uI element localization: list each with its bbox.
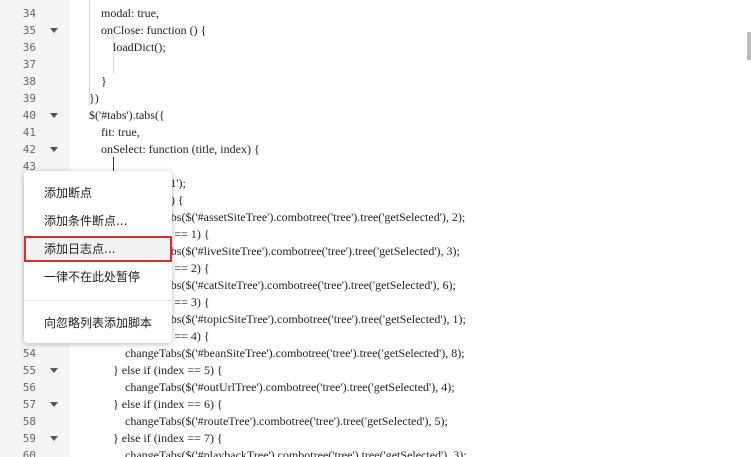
code-text: fit: true,	[89, 125, 140, 139]
code-text: } else if (index == 5) {	[89, 363, 223, 377]
line-number[interactable]: 37	[22, 58, 36, 71]
code-text: } else if (index == 7) {	[89, 431, 223, 445]
menu-divider	[24, 300, 172, 301]
code-line[interactable]: 39})	[0, 90, 751, 107]
menu-item-add-conditional-breakpoint[interactable]: 添加条件断点...	[44, 214, 128, 228]
line-number[interactable]: 56	[22, 381, 36, 394]
line-number[interactable]: 39	[22, 92, 36, 105]
line-number[interactable]: 42	[22, 143, 36, 156]
fold-arrow-icon[interactable]	[50, 436, 58, 441]
line-number[interactable]: 34	[22, 7, 36, 20]
line-number[interactable]: 36	[22, 41, 36, 54]
code-line[interactable]: changeTabs($('#topicSiteTree').combotree…	[0, 311, 751, 328]
code-line[interactable]: 38 }	[0, 73, 751, 90]
fold-arrow-icon[interactable]	[50, 368, 58, 373]
line-number[interactable]: 54	[22, 347, 36, 360]
scrollbar-thumb[interactable]	[747, 32, 751, 60]
code-line[interactable]: 58 changeTabs($('#routeTree').combotree(…	[0, 413, 751, 430]
code-text: })	[89, 91, 99, 105]
code-line[interactable]: 55 } else if (index == 5) {	[0, 362, 751, 379]
fold-arrow-icon[interactable]	[50, 402, 58, 407]
line-number[interactable]: 43	[22, 160, 36, 173]
code-text: } else if (index == 6) {	[89, 397, 223, 411]
code-line[interactable]: 42 onSelect: function (title, index) {	[0, 141, 751, 158]
menu-item-never-pause-here[interactable]: 一律不在此处暂停	[44, 270, 141, 284]
line-number[interactable]: 58	[22, 415, 36, 428]
menu-item-add-to-ignore-list[interactable]: 向忽略列表添加脚本	[44, 316, 153, 330]
indent-guide	[113, 34, 114, 74]
line-number[interactable]: 41	[22, 126, 36, 139]
line-number[interactable]: 55	[22, 364, 36, 377]
code-line[interactable]: 60 changeTabs($('#playbackTree').combotr…	[0, 447, 751, 457]
code-line[interactable]: 43	[0, 158, 751, 175]
code-line[interactable]: 54 changeTabs($('#beanSiteTree').combotr…	[0, 345, 751, 362]
line-number[interactable]: 40	[22, 109, 36, 122]
breakpoint-context-menu: 添加断点 添加条件断点... 添加日志点... 一律不在此处暂停 向忽略列表添加…	[24, 171, 172, 343]
code-line[interactable]: 37	[0, 56, 751, 73]
code-text: modal: true,	[89, 6, 159, 20]
code-line[interactable]: 56 changeTabs($('#outUrlTree').combotree…	[0, 379, 751, 396]
menu-item-add-logpoint[interactable]: 添加日志点...	[24, 236, 172, 262]
code-text: changeTabs($('#catSiteTree').combotree('…	[89, 278, 456, 292]
code-line[interactable]: 59 } else if (index == 7) {	[0, 430, 751, 447]
code-line[interactable]: 40 $('#tabs').tabs({	[0, 107, 751, 124]
code-text: }	[89, 74, 107, 88]
code-text: $('#tabs').tabs({	[89, 108, 165, 122]
fold-arrow-icon[interactable]	[50, 113, 58, 118]
code-text: onSelect: function (title, index) {	[89, 142, 260, 156]
code-line[interactable]: 34 modal: true,	[0, 5, 751, 22]
line-number[interactable]: 35	[22, 24, 36, 37]
fold-arrow-icon[interactable]	[50, 28, 58, 33]
code-text: changeTabs($('#routeTree').combotree('tr…	[89, 414, 448, 428]
code-line[interactable]: changeTabs($('#assetSiteTree').combotree…	[0, 209, 751, 226]
code-line[interactable]: changeTabs($('#liveSiteTree').combotree(…	[0, 243, 751, 260]
code-line[interactable]: 41 fit: true,	[0, 124, 751, 141]
line-number[interactable]: 38	[22, 75, 36, 88]
code-text: changeTabs($('#beanSiteTree').combotree(…	[89, 346, 465, 360]
line-number[interactable]: 59	[22, 432, 36, 445]
line-number[interactable]: 57	[22, 398, 36, 411]
line-number[interactable]: 60	[22, 449, 36, 457]
code-line[interactable]: changeTabs($('#catSiteTree').combotree('…	[0, 277, 751, 294]
code-text: loadDict();	[89, 40, 166, 54]
indent-guide	[89, 0, 90, 106]
code-line[interactable]: 57 } else if (index == 6) {	[0, 396, 751, 413]
menu-item-add-breakpoint[interactable]: 添加断点	[44, 186, 93, 200]
code-line[interactable]: 36 loadDict();	[0, 39, 751, 56]
code-text: changeTabs($('#playbackTree').combotree(…	[89, 448, 467, 457]
code-line[interactable]: 35 onClose: function () {	[0, 22, 751, 39]
code-text: changeTabs($('#assetSiteTree').combotree…	[89, 210, 466, 224]
code-text: onClose: function () {	[89, 23, 207, 37]
text-cursor	[113, 157, 114, 171]
code-text: changeTabs($('#liveSiteTree').combotree(…	[89, 244, 460, 258]
fold-arrow-icon[interactable]	[50, 147, 58, 152]
code-text: changeTabs($('#topicSiteTree').combotree…	[89, 312, 466, 326]
code-text: changeTabs($('#outUrlTree').combotree('t…	[89, 380, 455, 394]
